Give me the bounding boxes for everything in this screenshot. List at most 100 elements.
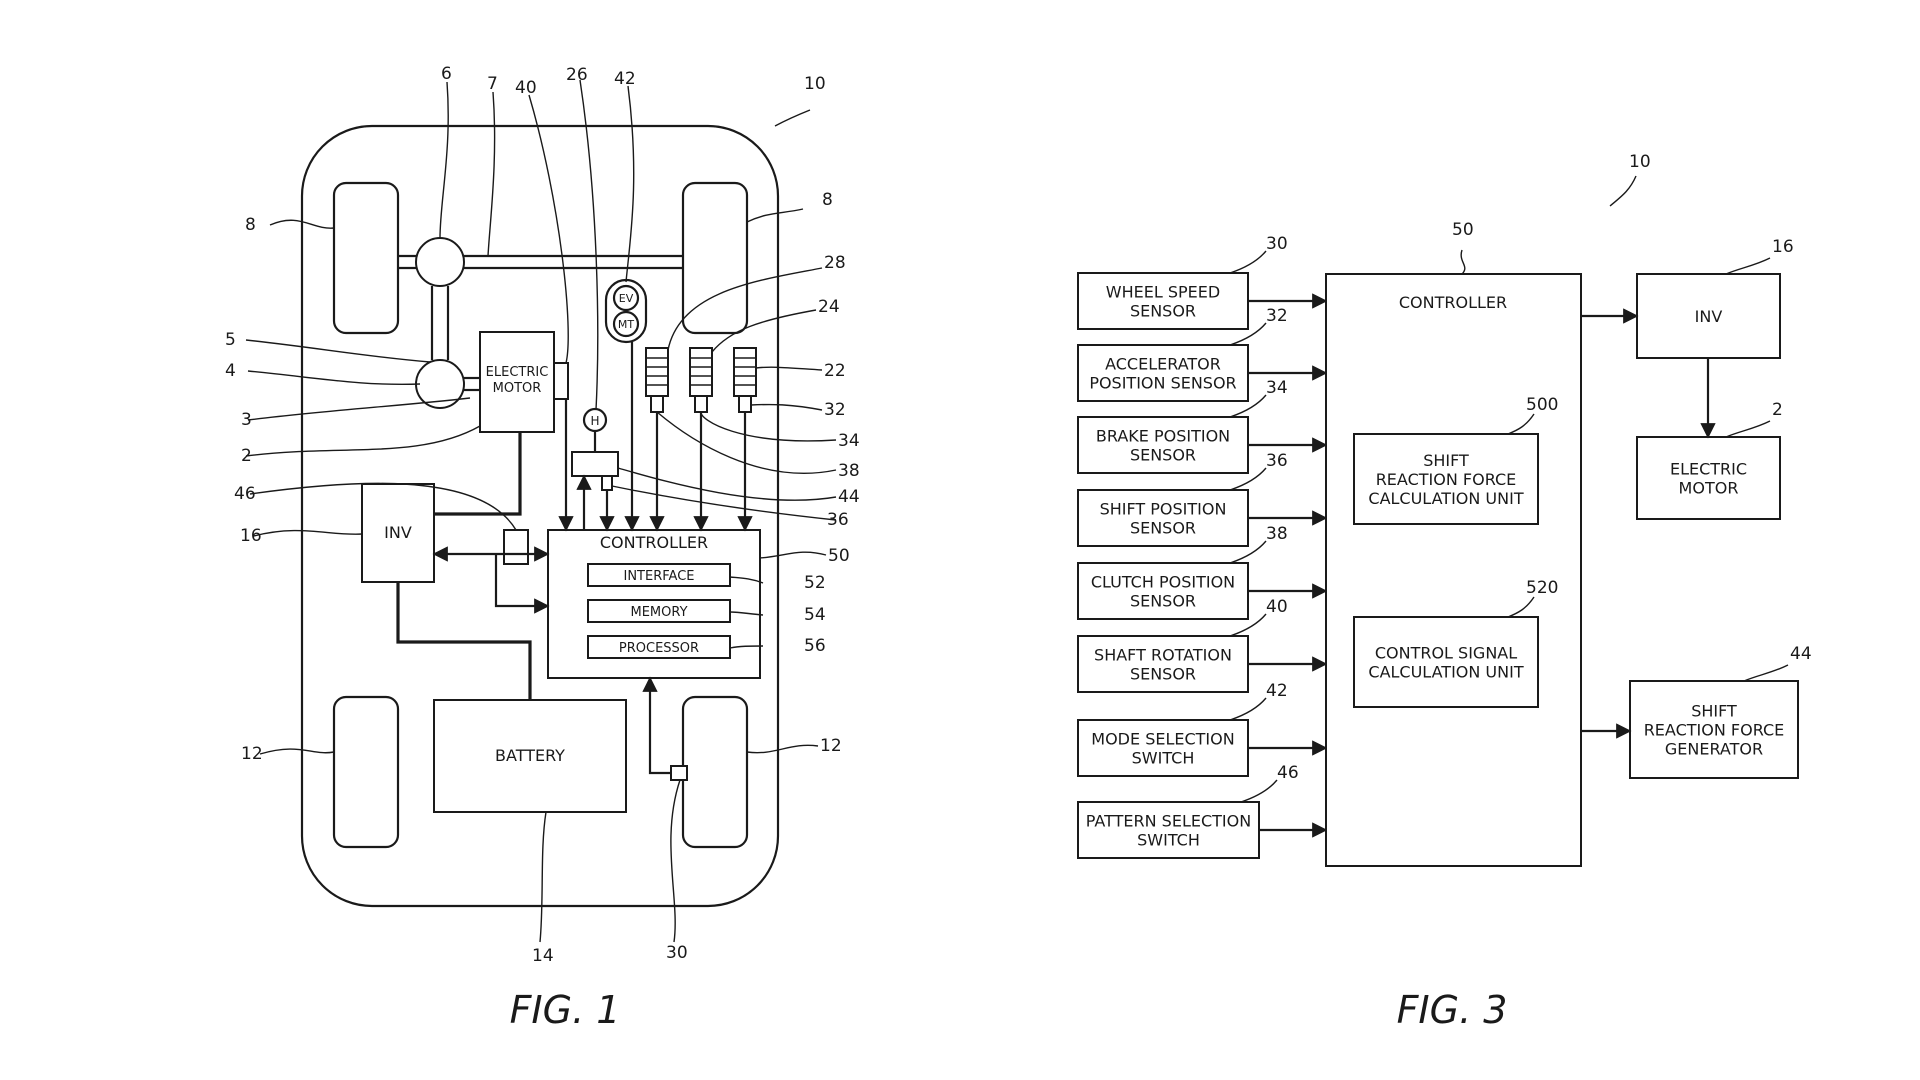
ref-6: 6	[441, 64, 452, 84]
ref-10-fig3: 10	[1629, 152, 1651, 172]
sensor-3-label-2: SENSOR	[1130, 446, 1196, 465]
sensor-1-leader	[1229, 250, 1267, 274]
ref-36-fig1: 36	[827, 510, 849, 530]
battery-label: BATTERY	[495, 746, 565, 765]
ref-52: 52	[804, 573, 826, 593]
ev-label: EV	[619, 292, 634, 305]
ref-4: 4	[225, 361, 236, 381]
electric-motor-label-1: ELECTRIC	[486, 365, 549, 380]
output-2-ref: 2	[1772, 400, 1783, 420]
output-44-label-1: SHIFT	[1691, 702, 1737, 721]
ref-24: 24	[818, 297, 840, 317]
unit-520-ref: 520	[1526, 578, 1558, 598]
ref-26: 26	[566, 65, 588, 85]
fig1-caption: FIG. 1	[510, 988, 621, 1032]
unit-500-label-2: REACTION FORCE	[1376, 470, 1517, 489]
wheel-speed-sensor	[670, 765, 688, 781]
unit-520-label-2: CALCULATION UNIT	[1368, 663, 1523, 682]
fig3-caption: FIG. 3	[1397, 988, 1508, 1032]
sensor-3-ref: 34	[1266, 378, 1288, 398]
unit-500-label-3: CALCULATION UNIT	[1368, 489, 1523, 508]
mt-label: MT	[618, 318, 634, 331]
sensor-4-label-2: SENSOR	[1130, 519, 1196, 538]
sensor-8-ref: 46	[1277, 763, 1299, 783]
ref-8-right: 8	[822, 190, 833, 210]
output-16-label-1: INV	[1695, 307, 1723, 326]
sensor-4-box	[1077, 489, 1249, 547]
output-44-label-2: REACTION FORCE	[1644, 721, 1785, 740]
sensor-7-label-2: SWITCH	[1132, 749, 1195, 768]
unit-500-ref: 500	[1526, 395, 1558, 415]
sensor-5-label-1: CLUTCH POSITION	[1091, 573, 1235, 592]
shift-lever-base	[571, 451, 619, 477]
controller-label: CONTROLLER	[600, 533, 708, 552]
ref-38-fig1: 38	[838, 461, 860, 481]
output-44-leader	[1743, 664, 1789, 682]
front-right-wheel	[681, 181, 749, 335]
ref-50-fig1: 50	[828, 546, 850, 566]
accelerator-pedal	[733, 347, 757, 413]
front-left-wheel	[332, 181, 400, 335]
ref-54: 54	[804, 605, 826, 625]
output-2-leader	[1725, 420, 1771, 438]
sensor-4-label-1: SHIFT POSITION	[1100, 500, 1227, 519]
output-16-leader	[1725, 257, 1771, 275]
sensor-6-ref: 40	[1266, 597, 1288, 617]
ref-44-fig1: 44	[838, 487, 860, 507]
mt-button	[612, 310, 640, 338]
sensor-4-leader	[1229, 467, 1267, 491]
sensor-5-ref: 38	[1266, 524, 1288, 544]
memory-box	[587, 599, 731, 623]
fig3-ref-50: 50	[1452, 220, 1474, 240]
differential-gear	[415, 237, 465, 287]
sensor-8-box	[1077, 801, 1260, 859]
shift-reaction-force-generator	[601, 475, 613, 491]
fig3-block-diagram: 10 WHEEL SPEEDSENSOR30ACCELERATORPOSITIO…	[1077, 152, 1812, 1032]
ref-32-fig1: 32	[824, 400, 846, 420]
ref-2-fig1: 2	[241, 446, 252, 466]
sensor-5-box	[1077, 562, 1249, 620]
sensor-7-leader	[1229, 697, 1267, 721]
ref-8-left: 8	[245, 215, 256, 235]
battery-box	[433, 699, 627, 813]
brake-pedal	[689, 347, 713, 413]
output-2-label-1: ELECTRIC	[1670, 460, 1747, 479]
rear-right-wheel	[681, 695, 749, 849]
unit-520-box	[1353, 616, 1539, 708]
sensor-3-label-1: BRAKE POSITION	[1096, 427, 1230, 446]
vehicle-body	[300, 124, 780, 908]
ref-28: 28	[824, 253, 846, 273]
electric-motor-label-2: MOTOR	[493, 381, 542, 396]
sensor-2-ref: 32	[1266, 306, 1288, 326]
sensor-3-box	[1077, 416, 1249, 474]
sensor-6-label-1: SHAFT ROTATION	[1094, 646, 1232, 665]
ref-22: 22	[824, 361, 846, 381]
ref-34-fig1: 34	[838, 431, 860, 451]
ref-12-right: 12	[820, 736, 842, 756]
output-44-ref: 44	[1790, 644, 1812, 664]
ref-14: 14	[532, 946, 554, 966]
electric-motor-box	[479, 331, 555, 433]
shaft-rotation-sensor	[553, 362, 569, 400]
ref-12-left: 12	[241, 744, 263, 764]
sensor-3-leader	[1229, 394, 1267, 418]
interface-box	[587, 563, 731, 587]
power-line-inverter-battery	[396, 582, 532, 700]
ref-16-fig1: 16	[240, 526, 262, 546]
sensor-6-box	[1077, 635, 1249, 693]
ref-5: 5	[225, 330, 236, 350]
fig3-controller-box	[1325, 273, 1582, 867]
processor-label: PROCESSOR	[619, 641, 699, 656]
sensor-8-label-2: SWITCH	[1137, 831, 1200, 850]
ref-40: 40	[515, 78, 537, 98]
sensor-7-label-1: MODE SELECTION	[1091, 730, 1234, 749]
unit-520-leader	[1507, 596, 1535, 618]
sensor-8-label-1: PATTERN SELECTION	[1086, 812, 1251, 831]
ref-7: 7	[487, 74, 498, 94]
unit-500-leader	[1507, 413, 1535, 435]
memory-label: MEMORY	[630, 605, 687, 620]
signal-wheel-speed	[642, 676, 671, 775]
sensor-2-box	[1077, 344, 1249, 402]
